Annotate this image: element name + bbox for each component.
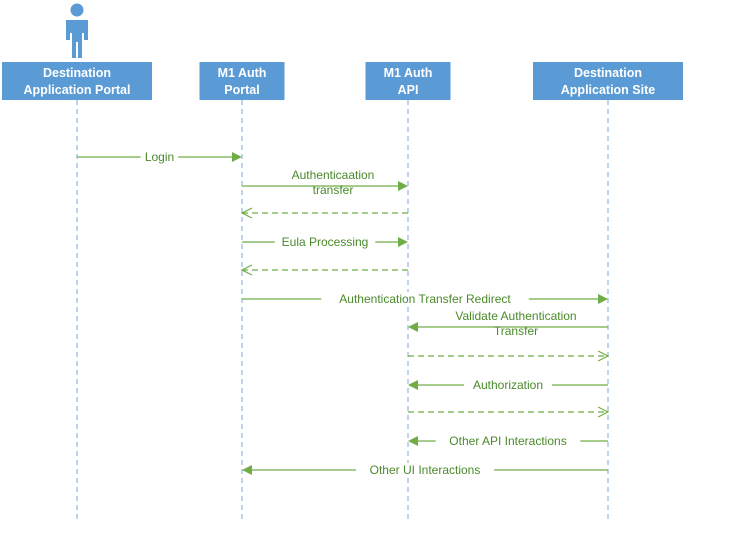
- message-label: Authorization: [473, 378, 543, 392]
- label-background: [464, 378, 552, 392]
- message-label: Other UI Interactions: [370, 463, 481, 477]
- message-arrow: [240, 264, 408, 276]
- lifeline-title-line1: M1 Auth: [218, 66, 267, 80]
- message-label: Authentication Transfer Redirect: [339, 292, 511, 306]
- message-arrow: [408, 406, 610, 418]
- lifeline-title-line2: Portal: [224, 83, 259, 97]
- label-background: [355, 463, 495, 477]
- lifeline-header-m1-auth-portal: [199, 62, 285, 100]
- label-background: [274, 235, 376, 249]
- message-label: Eula Processing: [282, 235, 369, 249]
- label-background: [321, 292, 529, 306]
- label-background: [140, 150, 179, 164]
- lifeline-title-line2: Application Portal: [24, 83, 131, 97]
- lifeline-header-dest-site: [533, 62, 683, 100]
- lifeline-title-line1: Destination: [574, 66, 642, 80]
- message-arrow: [408, 322, 608, 332]
- person-icon: [66, 3, 88, 58]
- lifeline-header-dest-portal: [2, 62, 152, 100]
- message-arrow: [408, 350, 610, 362]
- message-label: Validate Authentication: [455, 309, 576, 323]
- message-label: Authenticaation: [292, 168, 375, 182]
- lifeline-title-line2: Application Site: [561, 83, 656, 97]
- lifeline-header-m1-auth-api: [365, 62, 451, 100]
- message-label: Login: [145, 150, 174, 164]
- label-background: [435, 434, 581, 448]
- lifeline-title-line1: M1 Auth: [384, 66, 433, 80]
- message-arrow: [242, 181, 408, 191]
- message-label: transfer: [313, 183, 354, 197]
- message-label: Transfer: [494, 324, 538, 338]
- message-arrow: [240, 207, 408, 219]
- lifeline-title-line2: API: [398, 83, 419, 97]
- lifeline-title-line1: Destination: [43, 66, 111, 80]
- message-label: Other API Interactions: [449, 434, 566, 448]
